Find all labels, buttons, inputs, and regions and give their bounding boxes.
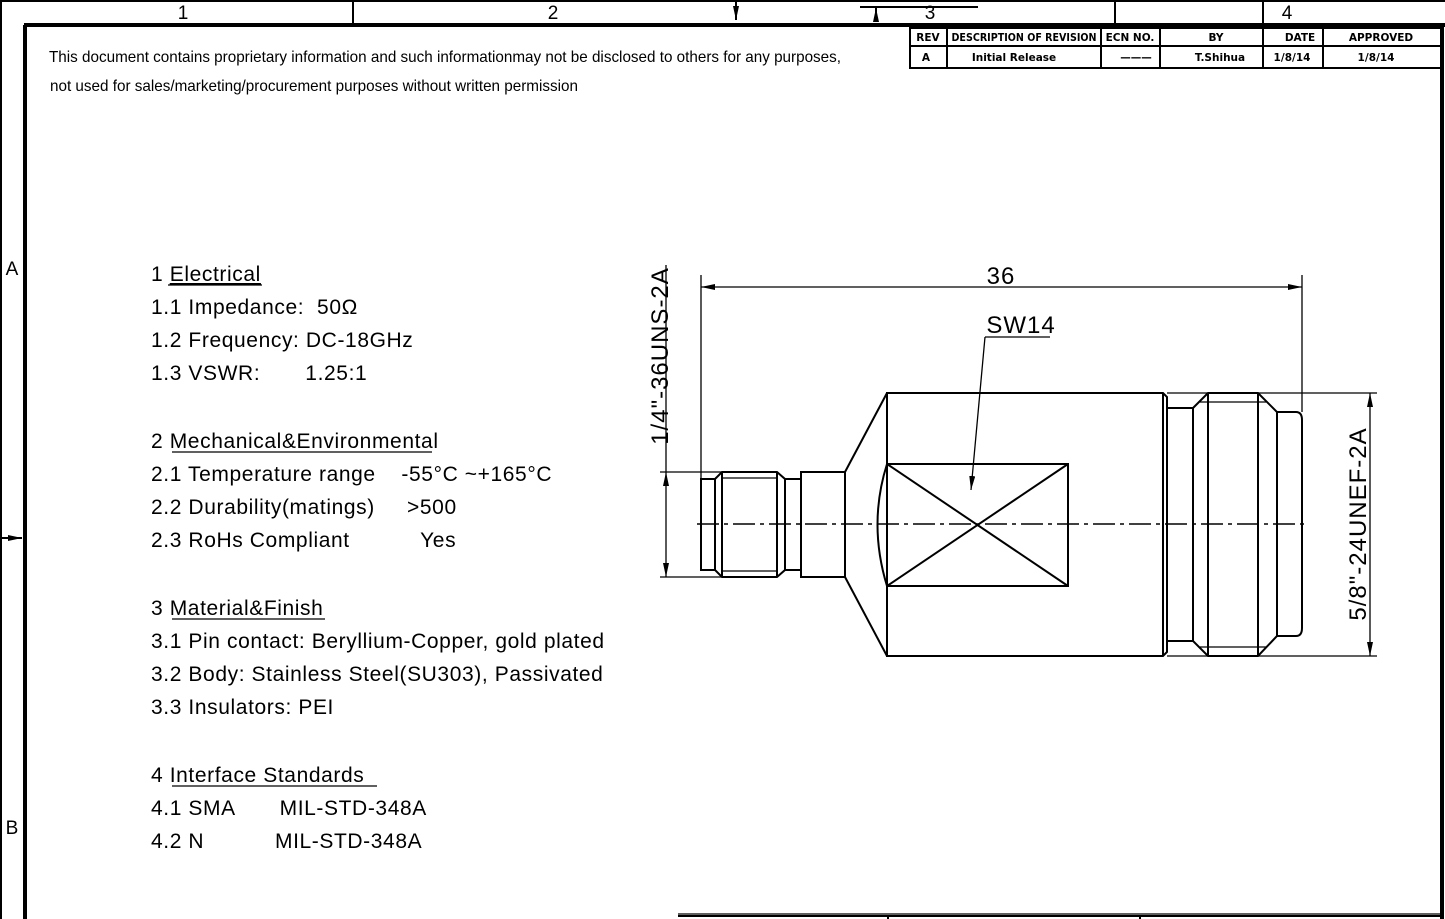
svg-text:1 Electrical: 1 Electrical	[151, 263, 261, 286]
header-rev: REV	[916, 32, 940, 44]
proprietary-notice-line1: This document contains proprietary infor…	[49, 49, 841, 66]
spec-line: 3.1 Pin contact: Beryllium-Copper, gold …	[151, 630, 605, 653]
revision-table	[909, 27, 1444, 69]
approved-value: 1/8/14	[1358, 52, 1395, 64]
spec-line: 4.1 SMA MIL-STD-348A	[151, 797, 427, 820]
spec-line: 1.1 Impedance: 50Ω	[151, 296, 358, 319]
spec-material: 3 Material&Finish 3.1 Pin contact: Beryl…	[151, 597, 605, 719]
svg-text:4 Interface Standards: 4 Interface Standards	[151, 764, 364, 787]
section-number: 3	[151, 597, 163, 620]
section-title: Electrical	[170, 263, 261, 286]
left-thread-spec: 1/4"-36UNS-2A	[647, 267, 674, 445]
zone-label-1: 1	[178, 3, 189, 24]
revision-table-header: REV DESCRIPTION OF REVISION ECN NO. BY D…	[916, 32, 1413, 44]
dimension-left-thread	[660, 265, 722, 578]
ecn-value: ———	[1120, 52, 1152, 64]
spec-line: 2.2 Durability(matings) >500	[151, 496, 457, 519]
header-date: DATE	[1285, 32, 1315, 44]
hex-size-label: SW14	[986, 312, 1055, 339]
header-by: BY	[1208, 32, 1223, 44]
svg-text:3 Material&Finish: 3 Material&Finish	[151, 597, 323, 620]
description-value: Initial Release	[972, 52, 1056, 64]
length-dimension-value: 36	[987, 263, 1016, 290]
revision-row: A Initial Release ——— T.Shihua 1/8/14 1/…	[922, 52, 1395, 64]
connector-adapter-drawing	[697, 392, 1308, 657]
wrench-flat	[886, 463, 1069, 587]
date-value: 1/8/14	[1274, 52, 1311, 64]
proprietary-notice-line2: not used for sales/marketing/procurement…	[50, 78, 578, 95]
right-thread-spec: 5/8"-24UNEF-2A	[1345, 427, 1372, 620]
spec-line: 3.3 Insulators: PEI	[151, 696, 334, 719]
spec-line: 3.2 Body: Stainless Steel(SU303), Passiv…	[151, 663, 603, 686]
section-number: 2	[151, 430, 163, 453]
spec-line: 1.3 VSWR: 1.25:1	[151, 362, 367, 385]
section-number: 1	[151, 263, 163, 286]
spec-line: 2.1 Temperature range -55°C ~+165°C	[151, 463, 552, 486]
zone-label-2: 2	[548, 3, 559, 24]
spec-line: 2.3 RoHs Compliant Yes	[151, 529, 456, 552]
dimension-right-thread	[1167, 392, 1377, 657]
spec-line: 4.2 N MIL-STD-348A	[151, 830, 422, 853]
spec-interface: 4 Interface Standards 4.1 SMA MIL-STD-34…	[151, 764, 427, 853]
spec-electrical: 1 Electrical 1.1 Impedance: 50Ω 1.2 Freq…	[151, 263, 413, 385]
section-title: Material&Finish	[170, 597, 324, 620]
zone-label-b: B	[6, 818, 19, 839]
header-ecn: ECN NO.	[1106, 32, 1155, 44]
section-title: Interface Standards	[170, 764, 365, 787]
zone-label-4: 4	[1282, 3, 1293, 24]
rev-value: A	[922, 52, 931, 64]
header-description: DESCRIPTION OF REVISION	[952, 32, 1097, 44]
section-title: Mechanical&Environmental	[170, 430, 439, 453]
spec-line: 1.2 Frequency: DC-18GHz	[151, 329, 413, 352]
dimension-length	[700, 275, 1303, 479]
svg-text:2 Mechanical&Environmental: 2 Mechanical&Environmental	[151, 430, 439, 453]
section-number: 4	[151, 764, 163, 787]
zone-label-3: 3	[925, 3, 936, 24]
header-approved: APPROVED	[1349, 32, 1414, 44]
hex-leader	[969, 336, 1050, 491]
spec-mechanical: 2 Mechanical&Environmental 2.1 Temperatu…	[151, 430, 552, 552]
zone-label-a: A	[6, 259, 19, 280]
by-value: T.Shihua	[1195, 52, 1245, 64]
